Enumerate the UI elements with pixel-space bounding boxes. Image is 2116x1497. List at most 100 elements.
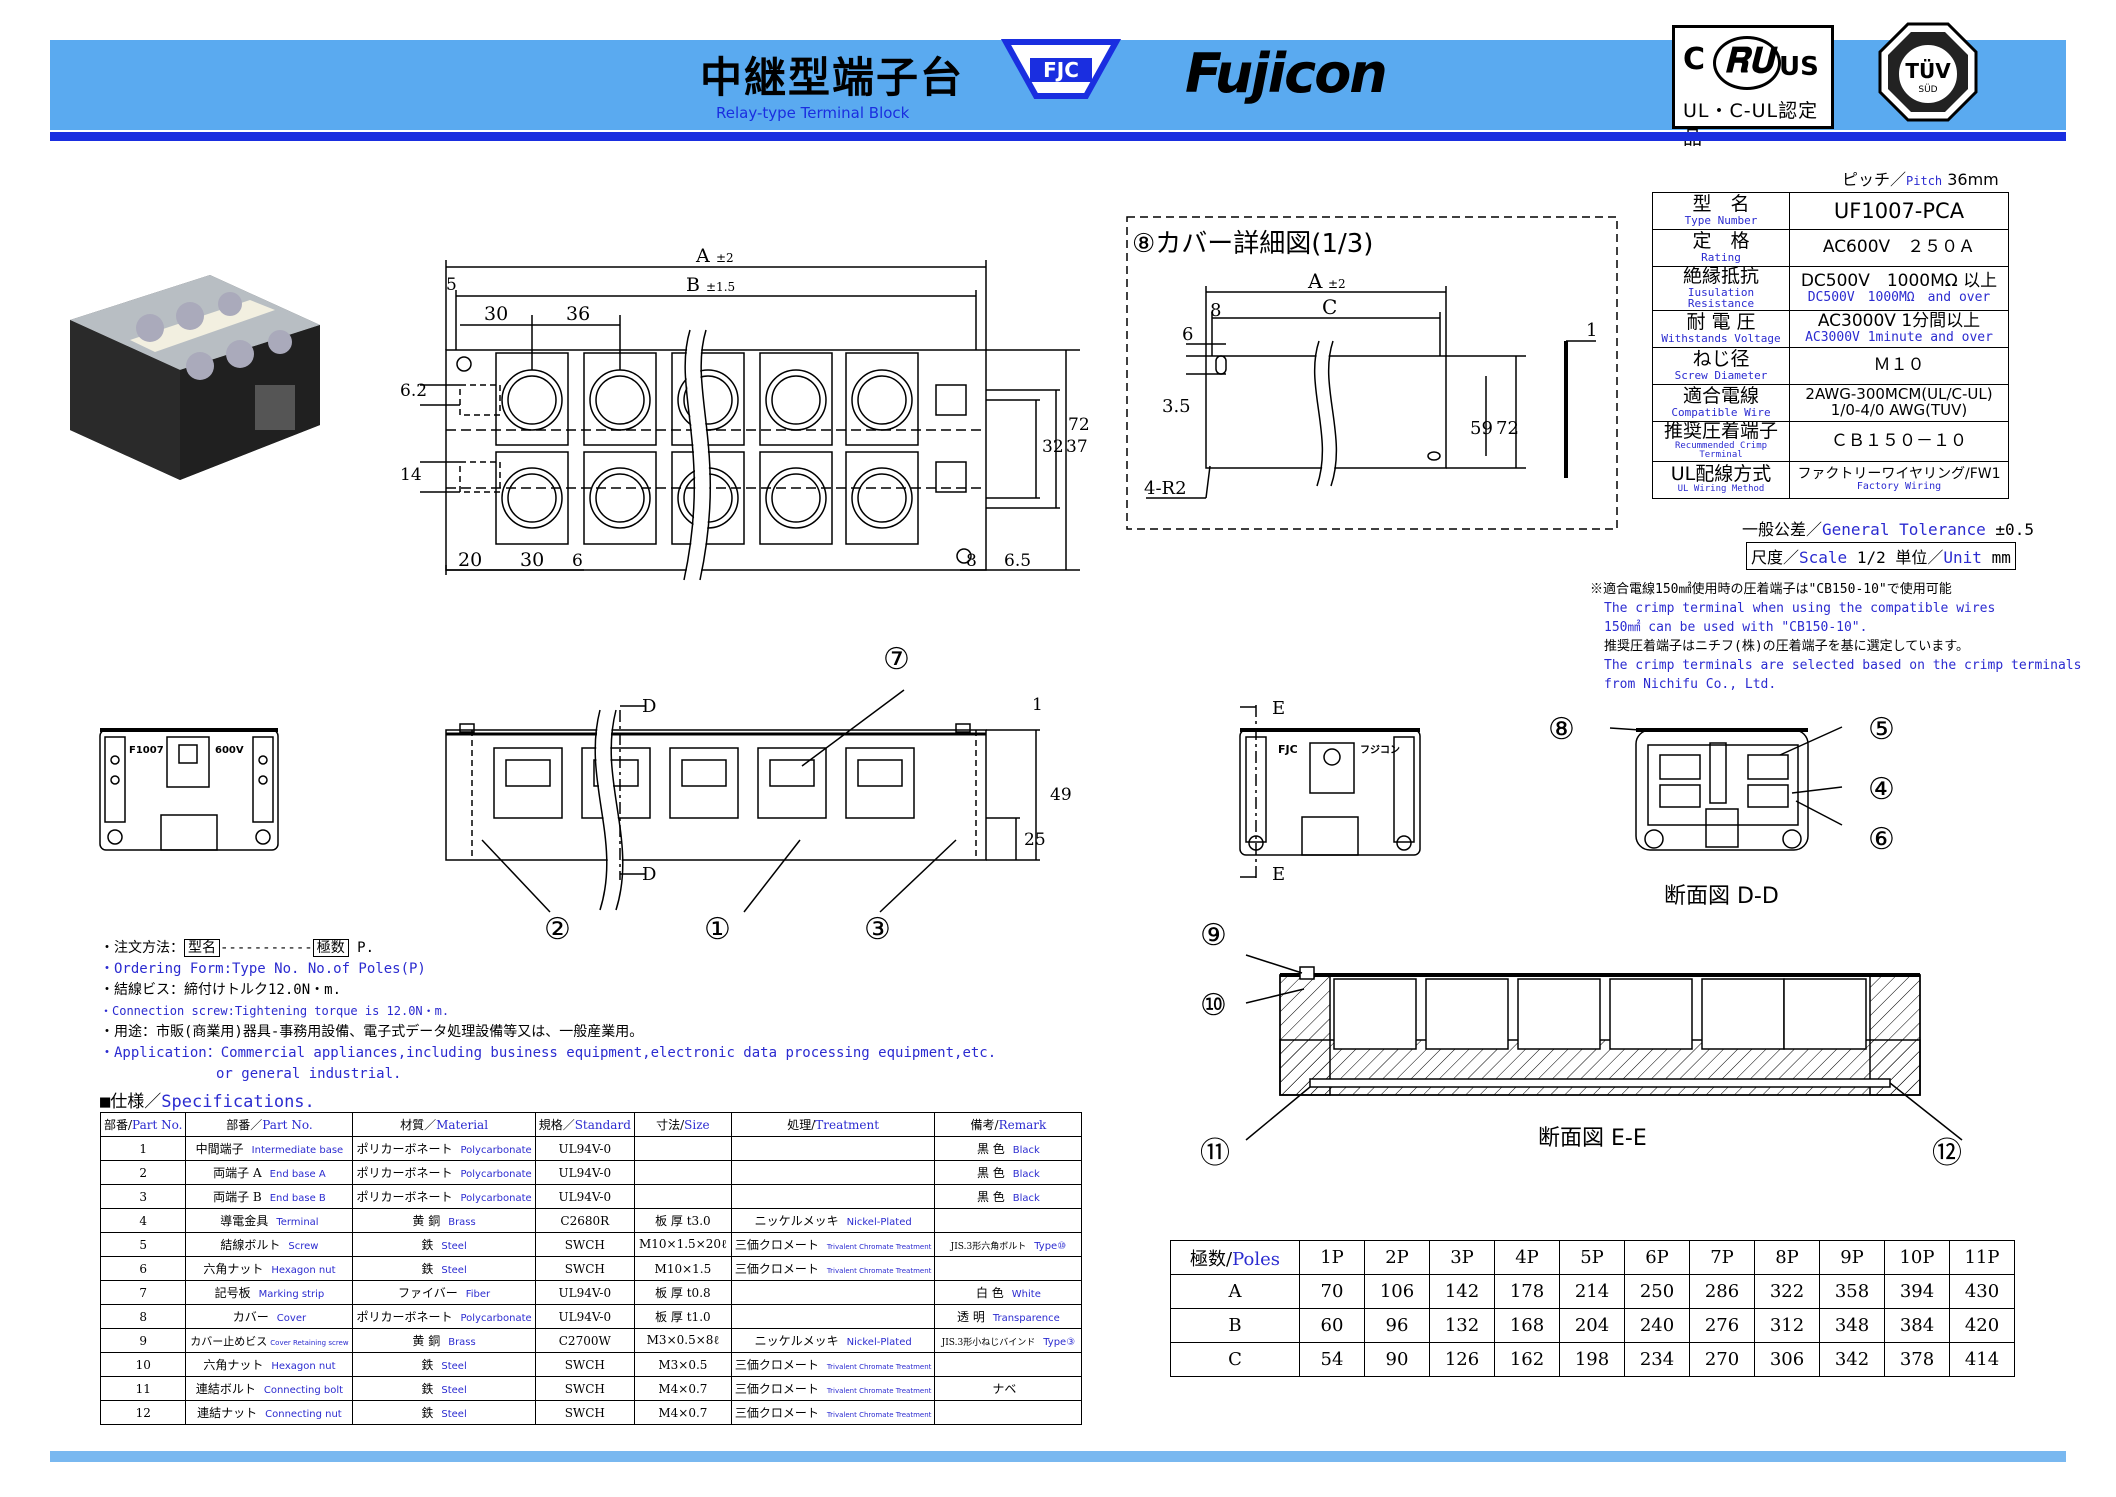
spec-value: DC500V 1000MΩ 以上 [1800,270,1998,291]
spec-value-en: AC3000V 1minute and over [1805,330,1993,346]
cover-dim-8: 8 [1210,300,1221,321]
pitch-value: 36mm [1947,170,1999,189]
spec-value-en: 1/0-4/0 AWG(TUV) [1830,401,1968,420]
spec-label-en: Type Number [1684,214,1758,228]
spec-label: 適合電線 [1682,385,1759,408]
callout-8: ⑧ [1548,712,1575,747]
order-box-type: 型名 [184,939,220,957]
dim-5: 5 [446,275,457,295]
cover-dim-a-tol: ±2 [1328,277,1346,291]
order-box-poles: 極数 [312,939,349,957]
dim-32: 32 [1042,437,1064,457]
crimp-note: 150㎟ can be used with "CB150-10". [1604,620,1868,635]
footer-band [50,1451,2066,1462]
screw-jp: ・結線ビス：締付けトルク12.0N・m. [100,982,342,998]
scale-box: 尺度／Scale 1/2 単位／Unit mm [1746,542,2016,570]
front-dim-1: 1 [1032,695,1043,715]
side-e-marking-left: FJC [1278,743,1298,756]
scale-label-jp: 尺度／ [1751,548,1800,567]
tolerance: 一般公差／General Tolerance ±0.5 [1742,516,2034,540]
parts-table: 部番/Part No. 部番／Part No. 材質／Material 規格／S… [99,1112,1083,1425]
section-dd-label: 断面図 D-D [1664,884,1779,909]
dim-30b: 30 [520,549,544,571]
spec-value: Ｍ１０ [1873,355,1925,376]
spec-value-en: DC500V 1000MΩ and over [1807,289,1991,305]
spec-label: 推奨圧着端子 [1663,420,1778,443]
header-rule [50,132,2066,141]
front-d-top: D [642,696,656,717]
spec-value: ファクトリーワイヤリング/FW1 [1797,466,2001,483]
callout-2: ② [544,912,571,947]
spec-label-en: Rating [1701,251,1741,265]
dim-6-2: 6.2 [400,381,427,401]
scale-label-en: Scale [1799,548,1848,567]
callout-6: ⑥ [1868,822,1895,857]
order-en: ・Ordering Form:Type No. No.of Poles(P) [100,961,426,977]
section-ee-drawing [1245,954,1963,1141]
ul-circle: 𝐑𝐔 [1713,36,1781,90]
spec-label: UL配線方式 [1670,463,1772,486]
crimp-note: ※適合電線150㎟使用時の圧着端子は"CB150-10"で使用可能 [1590,582,1952,597]
unit-value: mm [1991,548,2011,567]
cover-dim-59: 59 [1470,418,1493,439]
callout-12: ⑫ [1932,1136,1962,1171]
pitch-label-en: Pitch [1906,174,1943,188]
use-en: ・Application：Commercial appliances,inclu… [100,1045,997,1061]
use-jp: ・用途：市販(商業用)器具-事務用設備、電子式データ処理設備等又は、一般産業用。 [100,1024,644,1040]
spec-label: 絶縁抵抗 [1682,265,1759,287]
cover-dim-3-5: 3.5 [1162,396,1191,417]
ul-mark: C 𝐑𝐔 US UL・C-UL認定品 [1672,25,1834,149]
fjc-logo-text: FJC [1043,58,1079,82]
callout-3: ③ [864,912,891,947]
cover-dim-72: 72 [1496,418,1519,439]
crimp-note: The crimp terminals are selected based o… [1604,658,2082,673]
tuv-mark: TÜV SÜD [1878,22,1978,122]
spec-value: AC3000V 1分間以上 [1817,311,1981,332]
dim-20: 20 [458,549,482,571]
section-ee-label: 断面図 E-E [1538,1126,1647,1151]
screw-en: ・Connection screw:Tightening torque is 1… [100,1004,450,1018]
spec-value: UF1007-PCA [1833,198,1965,223]
ordering-notes: ・注文方法：型名-----------極数 P. ・Ordering Form:… [100,938,996,1085]
dim-a-tol: ±2 [716,251,734,265]
dim-36: 36 [566,303,590,325]
callout-11: ⑪ [1200,1136,1230,1171]
spec-label: ねじ径 [1692,348,1750,371]
dim-37: 37 [1066,437,1088,457]
side-view-e-drawing: E E FJC フジコン [1239,698,1421,885]
crimp-note: 推奨圧着端子はニチフ(株)の圧着端子を基に選定しています。 [1604,639,1969,654]
crimp-note: The crimp terminal when using the compat… [1604,601,1996,616]
cover-detail-drawing: ⑧カバー詳細図(1/3) A ±2 C 6 8 3.5 59 72 1 4-R2 [1126,216,1618,530]
spec-value: AC600V ２５０Ａ [1822,237,1976,258]
spec-label: 型 名 [1692,193,1750,216]
side-marking-left: F1007 [129,745,164,756]
cover-dim-a: A [1307,269,1323,293]
callout-1: ① [704,912,731,947]
cover-dim-c: C [1322,295,1337,319]
section-dd-drawing [1609,726,1843,851]
dim-b: B [686,274,700,296]
side-e-label-bot: E [1272,864,1285,885]
dim-6: 6 [572,551,583,571]
callout-4: ④ [1868,772,1895,807]
tolerance-label-en: General Tolerance [1822,520,1986,539]
callout-10: ⑩ [1200,988,1227,1023]
parts-title: ■仕様／Specifications. [100,1092,315,1112]
ul-us: US [1779,52,1819,82]
product-photo [70,275,320,480]
